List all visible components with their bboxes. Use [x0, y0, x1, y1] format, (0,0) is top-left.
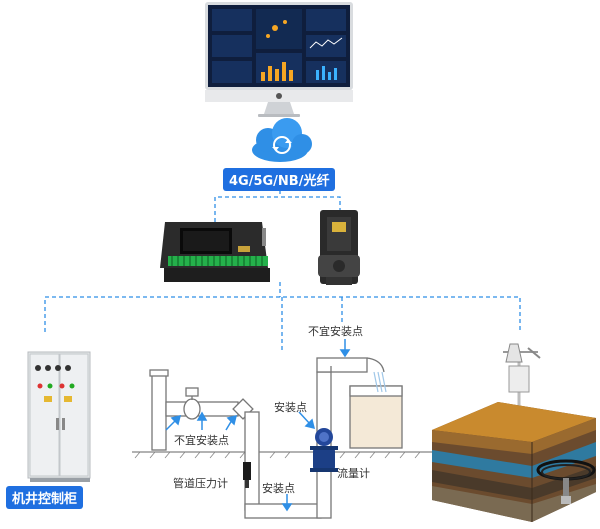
flowmeter-icon — [310, 428, 338, 472]
label-flowmeter: 流量计 — [337, 467, 370, 480]
rtu-device-icon — [318, 210, 360, 285]
water-stream — [373, 371, 387, 393]
label-install-2: 安装点 — [262, 482, 295, 495]
cabinet-label: 机井控制柜 — [6, 486, 84, 509]
label-pressure-gauge: 管道压力计 — [173, 477, 228, 490]
control-cabinet-icon — [27, 351, 91, 482]
ground-line — [132, 451, 432, 459]
pipe-system — [149, 357, 403, 519]
cloud-sync-icon — [252, 118, 312, 162]
network-label: 4G/5G/NB/光纤 — [223, 168, 336, 191]
network-lines — [44, 190, 521, 352]
pressure-gauge-icon — [243, 462, 251, 488]
monitor-icon — [205, 2, 353, 117]
label-install-1: 安装点 — [274, 401, 307, 414]
label-unsuitable-left: 不宜安装点 — [174, 434, 229, 447]
controller-device-icon — [160, 222, 270, 282]
label-unsuitable-top: 不宜安装点 — [308, 325, 363, 338]
arrows — [165, 339, 351, 512]
soil-cross-section-icon — [432, 402, 596, 522]
